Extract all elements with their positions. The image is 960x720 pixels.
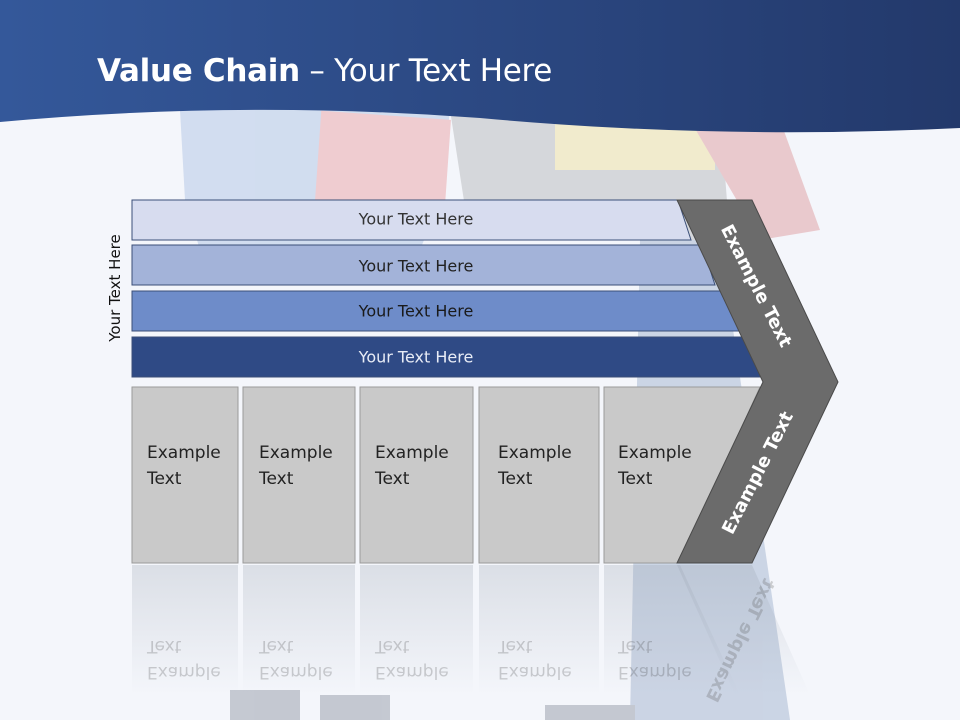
activity-box-reflection-4 bbox=[479, 565, 599, 695]
band-label-1: Your Text Here bbox=[358, 209, 474, 229]
header-banner bbox=[0, 0, 960, 133]
title-rest: – Your Text Here bbox=[299, 53, 553, 89]
activity-box-2 bbox=[242, 386, 356, 564]
activity-box-reflection-1 bbox=[132, 565, 238, 695]
activity-box-reflection-5 bbox=[604, 565, 740, 695]
margin-chevron bbox=[676, 199, 839, 695]
support-band-2 bbox=[131, 244, 716, 286]
margin-chevron-reflection bbox=[677, 565, 810, 695]
support-bands bbox=[131, 199, 764, 378]
activity-box-4 bbox=[478, 386, 600, 564]
primary-activity-boxes bbox=[131, 386, 761, 695]
band-label-3: Your Text Here bbox=[358, 301, 474, 321]
activity-box-reflection-2 bbox=[243, 565, 355, 695]
margin-chevron-shape bbox=[676, 199, 839, 564]
activity-box-3 bbox=[359, 386, 474, 564]
band-label-4: Your Text Here bbox=[358, 347, 474, 367]
band-label-2: Your Text Here bbox=[358, 256, 474, 276]
activity-box-reflection-3 bbox=[360, 565, 473, 695]
support-band-1 bbox=[131, 199, 692, 241]
title-bold: Value Chain bbox=[97, 53, 300, 89]
slide-title: Value Chain – Your Text Here bbox=[97, 53, 552, 89]
activity-box-1 bbox=[131, 386, 239, 564]
